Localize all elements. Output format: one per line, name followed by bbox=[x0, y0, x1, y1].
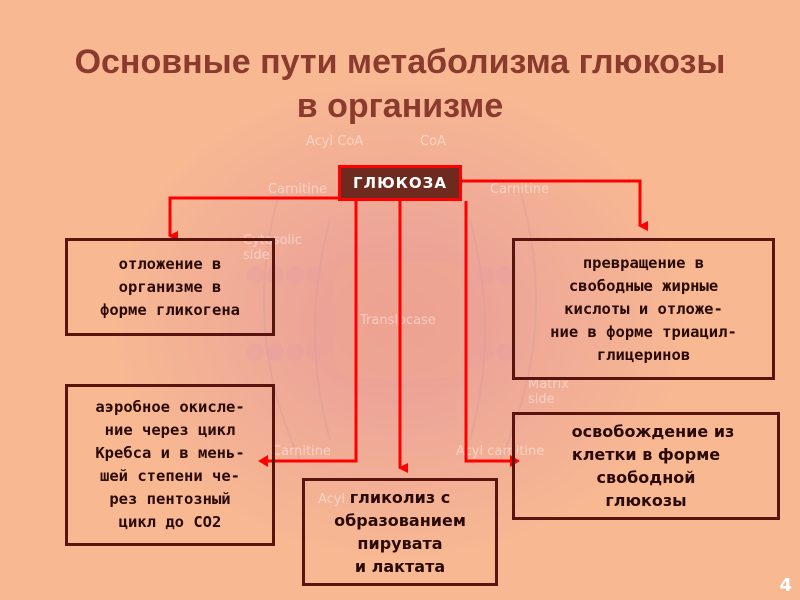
box-line: организме в bbox=[119, 276, 222, 299]
box-line: ние в форме триацил- bbox=[550, 321, 737, 344]
glucose-node: ГЛЮКОЗА bbox=[338, 165, 462, 201]
box-glycogen-storage: отложение в организме в форме гликогена bbox=[65, 238, 275, 336]
box-line: образованием bbox=[334, 509, 466, 532]
box-line: клетки в форме bbox=[572, 443, 720, 466]
arrow-to-free-glucose bbox=[466, 201, 510, 461]
box-line: гликолиз с bbox=[350, 486, 450, 509]
arrow-to-aerobic bbox=[268, 201, 356, 461]
box-line: и лактата bbox=[355, 555, 445, 578]
arrow-to-glycogen bbox=[170, 198, 338, 236]
arrow-to-fatty-acids bbox=[462, 181, 640, 226]
page-number: 4 bbox=[779, 575, 792, 596]
box-aerobic-oxidation: аэробное окисле- ние через цикл Кребса и… bbox=[65, 384, 275, 546]
box-line: свободной bbox=[597, 466, 696, 489]
box-line: ние через цикл bbox=[105, 419, 236, 442]
box-line: пирувата bbox=[357, 532, 442, 555]
box-line: кислоты и отложе- bbox=[564, 298, 723, 321]
box-line: превращение в bbox=[583, 252, 704, 275]
box-line: Кребса и в мень- bbox=[95, 442, 244, 465]
box-line: глюкозы bbox=[605, 489, 686, 512]
box-line: форме гликогена bbox=[100, 299, 240, 322]
box-fatty-acids: превращение в свободные жирные кислоты и… bbox=[512, 238, 775, 380]
box-glycolysis: гликолиз с образованием пирувата и лакта… bbox=[302, 478, 498, 586]
box-line: свободные жирные bbox=[569, 275, 718, 298]
box-line: шей степени че- bbox=[100, 465, 240, 488]
box-free-glucose: освобождение из клетки в форме свободной… bbox=[512, 412, 780, 520]
box-line: отложение в bbox=[119, 253, 222, 276]
box-line: освобождение из bbox=[572, 420, 735, 443]
box-line: аэробное окисле- bbox=[95, 396, 244, 419]
box-line: рез пентозный bbox=[109, 488, 230, 511]
box-line: глицеринов bbox=[597, 344, 690, 367]
box-line: цикл до СО2 bbox=[119, 511, 222, 534]
